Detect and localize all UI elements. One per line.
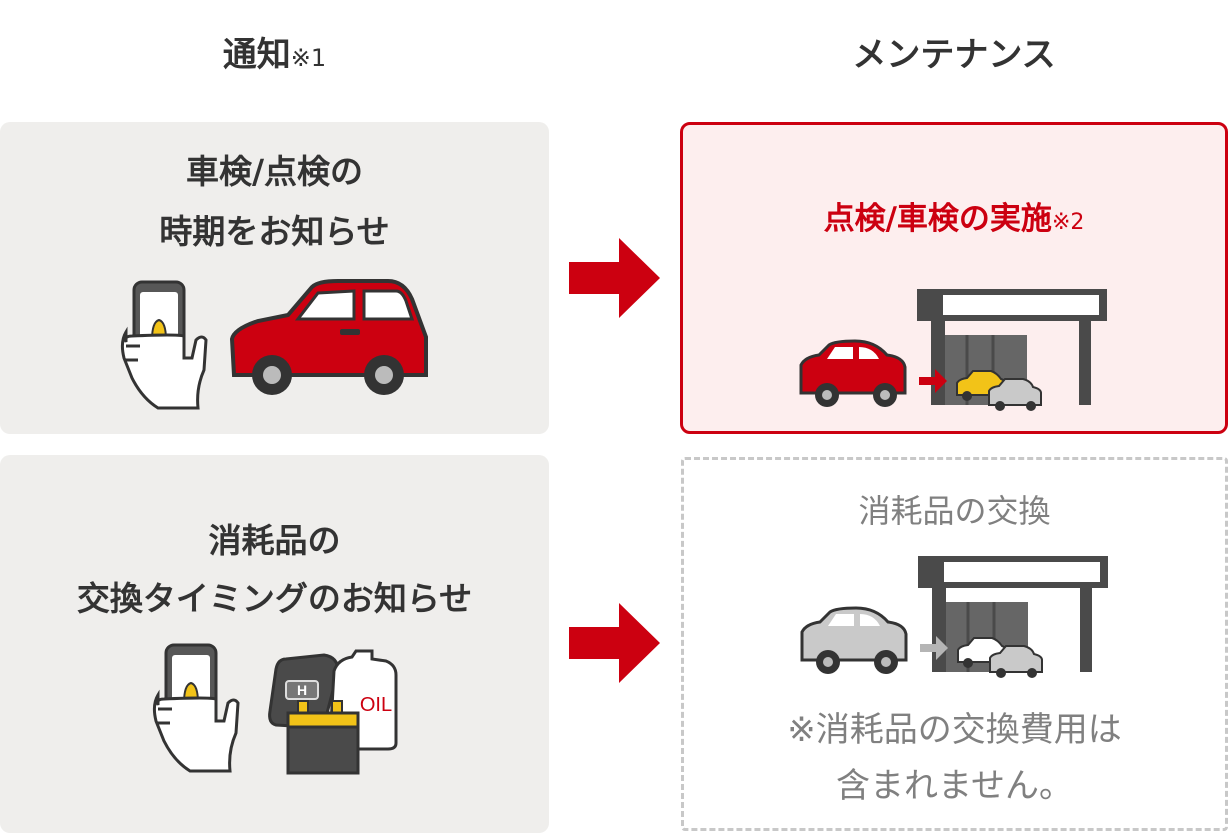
smartphone-bell-icon [152, 643, 240, 773]
card-inspection-execution-title: 点検/車検の実施※2 [683, 193, 1225, 238]
svg-text:H: H [297, 682, 307, 698]
inspection-execution-label: 点検/車検の実施 [823, 201, 1052, 237]
card-consumables-replacement: 消耗品の交換 ※消耗品の交換費用は 含まれません。 [681, 457, 1228, 831]
card-consumables-title-line2: 交換タイミングのお知らせ [76, 579, 473, 618]
header-notification-label: 通知 [222, 35, 291, 75]
header-maintenance: メンテナンス [852, 35, 1056, 75]
consumables-cost-note: ※消耗品の交換費用は 含まれません。 [684, 702, 1225, 814]
consumables-cost-note-line2: 含まれません。 [836, 766, 1073, 806]
card-consumables-notification: 消耗品の 交換タイミングのお知らせ H OIL [0, 455, 549, 833]
red-car-icon [229, 279, 428, 395]
card-consumables-replacement-title: 消耗品の交換 [858, 492, 1051, 530]
card-inspection-title-line1: 車検/点検の [185, 152, 364, 191]
header-notification: 通知※1 [0, 30, 549, 80]
header-notification-note: ※1 [290, 44, 327, 72]
battery-icon [286, 700, 360, 775]
smartphone-bell-icon [120, 280, 208, 410]
card-inspection-notification: 車検/点検の 時期をお知らせ [0, 122, 549, 434]
consumables-cost-note-line1: ※消耗品の交換費用は [787, 710, 1122, 750]
inspection-execution-note: ※2 [1051, 210, 1085, 235]
card-inspection-execution: 点検/車検の実施※2 [680, 122, 1228, 434]
service-station-icon [800, 556, 1108, 678]
service-station-icon [799, 289, 1107, 411]
oil-label: OIL [360, 694, 392, 716]
card-inspection-title-line2: 時期をお知らせ [159, 212, 390, 251]
arrow-right-icon [569, 238, 660, 318]
arrow-right-icon [569, 603, 660, 683]
card-consumables-title-line1: 消耗品の [208, 521, 341, 560]
